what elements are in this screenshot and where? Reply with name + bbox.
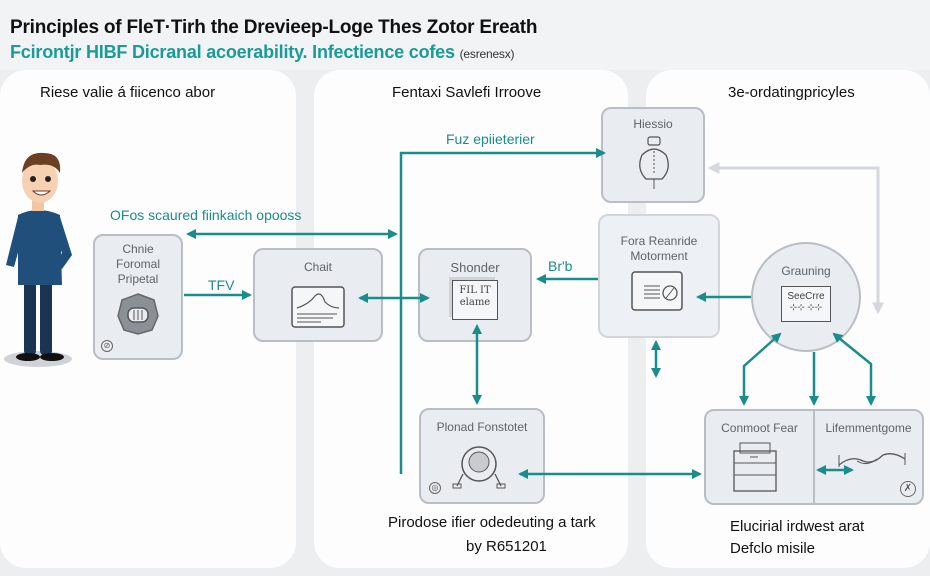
node-lifemmentgome-label: Lifemmentgome bbox=[825, 421, 912, 435]
edge-label-top: Fuz epiieterier bbox=[446, 131, 535, 147]
node-fora[interactable]: Fora Reanride Motorment bbox=[598, 214, 720, 338]
node-fora-label: Fora Reanride Motorment bbox=[620, 234, 698, 263]
node-chart-label: Chait bbox=[303, 260, 332, 274]
caption-plonad-line1: Pirodose ifier odedeuting a tark bbox=[388, 514, 596, 531]
settings-icon[interactable]: ◎ bbox=[429, 482, 441, 494]
close-icon[interactable]: ✗ bbox=[900, 481, 916, 497]
server-icon bbox=[733, 442, 777, 492]
node-split-box: Conmoot Fear Lifemmentgome ✗ bbox=[704, 409, 924, 505]
arrow-grauning-left bbox=[739, 332, 782, 406]
link-icon[interactable]: ⊘ bbox=[101, 340, 113, 352]
lightbulb-brain-icon bbox=[639, 136, 669, 189]
book-icon: FIL IT elame bbox=[452, 280, 498, 320]
edge-label-ofos: OFos scaured fiinkaich opooss bbox=[110, 207, 302, 223]
node-plonad[interactable]: Plonad Fonstotet ◎ bbox=[419, 408, 545, 504]
document-edit-icon bbox=[631, 271, 683, 311]
node-chnie[interactable]: Chnie Foromal Pripetal ⊘ bbox=[93, 234, 183, 360]
node-shonder-label: Shonder bbox=[450, 260, 500, 275]
page-title: Principles of FleT·Tirh the Drevieep-Log… bbox=[10, 17, 538, 38]
subtitle-note: (esrenesx) bbox=[459, 47, 515, 61]
caption-plonad-line2: by R651201 bbox=[466, 538, 547, 555]
panel-title-middle: Fentaxi Savlefi Irroove bbox=[392, 84, 542, 101]
node-chnie-label: Chnie Foromal Pripetal bbox=[115, 242, 160, 286]
arrow-grauning-right bbox=[832, 332, 876, 406]
node-conmoot[interactable]: Conmoot Fear bbox=[706, 411, 815, 503]
page-subtitle: Fcirontjr HIBF Dicranal acoerability. In… bbox=[10, 42, 515, 63]
caption-elucirial-line2: Defclo misile bbox=[730, 540, 816, 557]
arrow-elbow-top bbox=[399, 148, 606, 474]
panel-title-left: Riese valie á fiicenco abor bbox=[40, 84, 216, 101]
edge-label-brb: Br'b bbox=[548, 258, 573, 274]
arrow-grey-return bbox=[707, 162, 884, 315]
header: Principles of FleT·Tirh the Drevieep-Log… bbox=[0, 0, 930, 70]
panel-title-right: 3e-ordatingpricyles bbox=[728, 84, 855, 101]
caption-elucirial-line1: Elucirial irdwest arat bbox=[730, 518, 865, 535]
subtitle-text: Fcirontjr HIBF Dicranal acoerability. In… bbox=[10, 42, 455, 62]
chart-document-icon bbox=[291, 286, 345, 328]
gear-shield-icon bbox=[117, 293, 159, 335]
book-icon-text: FIL IT elame bbox=[459, 285, 491, 308]
node-riessio-label: Hiessio bbox=[633, 117, 673, 131]
node-conmoot-label: Conmoot Fear bbox=[721, 421, 798, 435]
person-illustration bbox=[4, 152, 72, 367]
edge-label-tfv: TFV bbox=[208, 277, 235, 293]
node-plonad-label: Plonad Fonstotet bbox=[436, 420, 528, 434]
node-lifemmentgome[interactable]: Lifemmentgome ✗ bbox=[815, 411, 922, 503]
robot-icon bbox=[452, 446, 506, 489]
